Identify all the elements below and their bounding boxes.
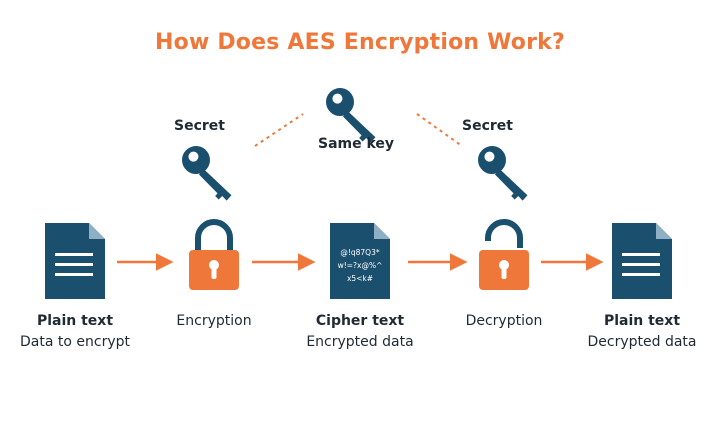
step-subtitle: Decryption xyxy=(465,313,543,329)
step-plain-text: Plain text Data to encrypt xyxy=(0,311,160,353)
dotted-connector-right xyxy=(416,113,463,147)
document-icon xyxy=(612,223,672,299)
step-title: Plain text xyxy=(603,313,681,329)
key-label-center: Same key xyxy=(318,136,395,152)
step-subtitle: Encryption xyxy=(176,313,252,329)
unlocked-padlock-icon xyxy=(479,219,529,290)
step-plain-text-decrypted: Plain text Decrypted data xyxy=(557,311,720,353)
cipher-line: x5<k# xyxy=(347,274,373,283)
diagram-title: How Does AES Encryption Work? xyxy=(155,30,565,55)
key-label-left: Secret xyxy=(174,118,225,134)
step-subtitle: Data to encrypt xyxy=(20,334,130,350)
step-subtitle: Encrypted data xyxy=(306,334,414,350)
locked-padlock-icon xyxy=(189,219,239,290)
key-label-right: Secret xyxy=(462,118,513,134)
step-decryption: Decryption xyxy=(419,311,589,332)
cipher-line: w!=?x@%^ xyxy=(338,261,383,270)
step-title: Plain text xyxy=(36,313,114,329)
step-cipher-text: Cipher text Encrypted data xyxy=(275,311,445,353)
cipher-document-icon: @!q87Q3* w!=?x@%^ x5<k# xyxy=(330,223,390,299)
dotted-connector-left xyxy=(254,113,304,147)
step-title: Cipher text xyxy=(315,313,405,329)
step-subtitle: Decrypted data xyxy=(587,334,697,350)
cipher-line: @!q87Q3* xyxy=(340,248,379,257)
document-icon xyxy=(45,223,105,299)
key-icon xyxy=(177,144,238,202)
step-encryption: Encryption xyxy=(129,311,299,332)
key-icon xyxy=(321,86,382,144)
key-icon xyxy=(473,144,534,202)
